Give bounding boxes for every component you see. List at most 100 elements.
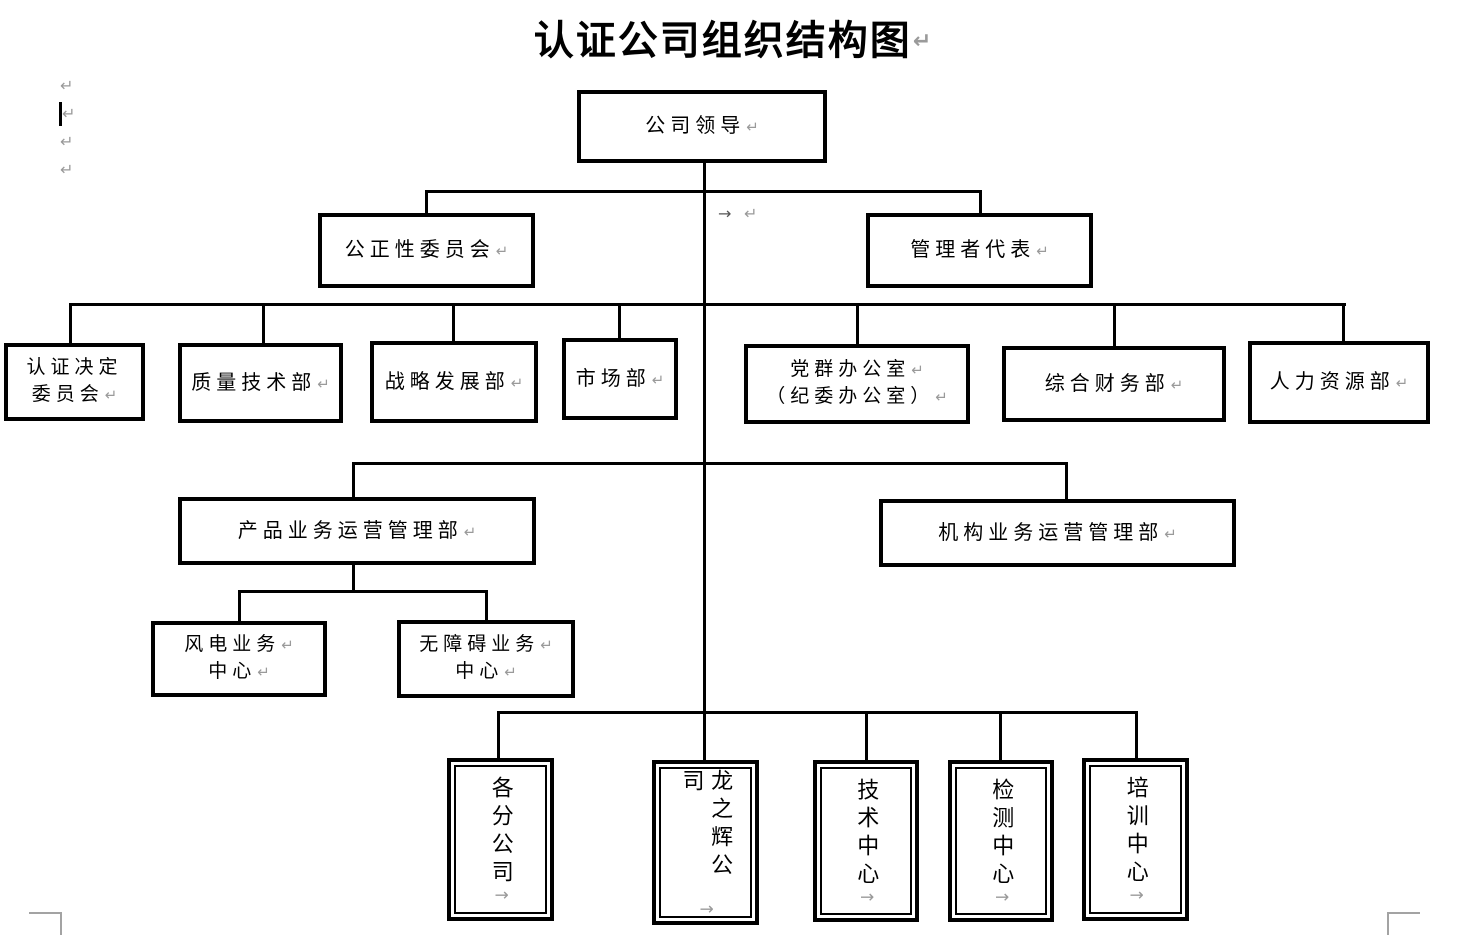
pilcrow-mark: ↵: [504, 663, 517, 681]
connector-line: [1342, 303, 1345, 342]
connector-line: [865, 711, 868, 761]
pilcrow-mark: ↵: [60, 160, 74, 179]
org-box-label: 龙之辉公司↑: [659, 767, 752, 918]
page-margin-mark: [29, 912, 62, 914]
org-box-label: 战略发展部↵: [384, 370, 524, 393]
org-box-label: 市场部↵: [575, 367, 665, 390]
org-box-party-group-office[interactable]: 党群办公室↵ （纪委办公室）↵: [744, 344, 970, 424]
org-box-wind-power-business-center[interactable]: 风电业务↵ 中心↵: [151, 621, 327, 697]
vertical-pilcrow-mark: ↑: [1125, 888, 1146, 903]
pilcrow-mark: ↵: [912, 29, 932, 54]
connector-line: [618, 303, 621, 339]
connector-line: [352, 565, 355, 592]
org-box-label: 综合财务部↵: [1044, 372, 1184, 395]
pilcrow-mark: ↵: [911, 361, 924, 380]
org-box-label: 人力资源部↵: [1269, 371, 1409, 393]
org-box-label: 产品业务运营管理部↵: [237, 519, 477, 542]
page-title: 认证公司组织结构图: [533, 18, 912, 63]
pilcrow-mark: ↵: [540, 636, 553, 655]
org-box-label: 中心↵: [455, 661, 517, 682]
page-margin-mark: [1387, 912, 1389, 935]
pilcrow-mark: ↵: [257, 663, 270, 681]
org-box-institution-business-operations-dept[interactable]: 机构业务运营管理部↵: [879, 499, 1236, 567]
pilcrow-mark: ↵: [281, 636, 294, 655]
org-box-testing-center[interactable]: 检测中心↑: [948, 760, 1054, 922]
connector-line: [703, 163, 706, 760]
pilcrow-mark: ↵: [746, 118, 759, 136]
org-box-label: 各分公司↑: [454, 765, 547, 914]
connector-line: [1065, 462, 1068, 500]
pilcrow-mark: ↵: [60, 132, 74, 151]
connector-line: [238, 590, 241, 622]
connector-line: [262, 303, 265, 344]
text-cursor: [59, 102, 62, 126]
vertical-pilcrow-mark: ↑: [695, 901, 716, 916]
connector-line: [352, 462, 355, 498]
org-box-product-business-operations-dept[interactable]: 产品业务运营管理部↵: [178, 497, 536, 565]
org-box-label: 质量技术部↵: [191, 371, 330, 394]
page-margin-mark: [60, 912, 62, 935]
org-box-label: 风电业务↵: [184, 634, 294, 656]
connector-line: [1113, 303, 1116, 347]
org-box-label: 检测中心↑: [955, 767, 1047, 915]
pilcrow-mark: ↵: [1036, 242, 1049, 260]
pilcrow-mark: ↵: [317, 374, 330, 393]
org-box-management-representative[interactable]: 管理者代表↵: [866, 213, 1093, 288]
page-margin-mark: [1387, 912, 1420, 914]
org-box-label: 认证决定: [26, 357, 123, 379]
org-box-label: 党群办公室↵: [790, 359, 924, 381]
org-box-label: 公司领导↵: [645, 115, 759, 137]
org-box-longzhihui-company[interactable]: 龙之辉公司↑: [652, 760, 759, 925]
org-box-training-center[interactable]: 培训中心↑: [1082, 758, 1189, 921]
pilcrow-mark: ↵: [495, 242, 509, 260]
org-box-label: 委员会↵: [31, 384, 118, 405]
connector-line: [69, 303, 1346, 306]
org-box-certification-decision-committee[interactable]: 认证决定 委员会↵: [4, 343, 145, 421]
org-box-impartiality-committee[interactable]: 公正性委员会↵: [318, 213, 535, 288]
pilcrow-mark: ↵: [60, 76, 74, 95]
org-box-branch-companies[interactable]: 各分公司↑: [447, 758, 554, 921]
org-box-general-finance-dept[interactable]: 综合财务部↵: [1002, 346, 1226, 422]
org-box-label: 技术中心↑: [820, 767, 912, 915]
connector-line: [497, 711, 1138, 714]
pilcrow-mark: ↵: [510, 373, 524, 392]
org-box-label: 培训中心↑: [1089, 765, 1182, 914]
pilcrow-mark: ↵: [935, 388, 948, 406]
org-box-label: 中心↵: [208, 661, 270, 682]
pilcrow-mark: ↵: [651, 370, 665, 389]
pilcrow-mark: ↵: [62, 104, 76, 123]
pilcrow-mark: ↵: [104, 386, 118, 404]
page-title-row: 认证公司组织结构图↵: [0, 8, 1465, 66]
connector-line: [979, 190, 982, 214]
connector-line: [497, 711, 500, 759]
vertical-pilcrow-mark: ↑: [991, 889, 1012, 905]
connector-line: [485, 590, 488, 621]
pilcrow-mark: ↵: [463, 522, 477, 541]
vertical-pilcrow-mark: ↑: [490, 888, 511, 903]
connector-line: [238, 590, 488, 593]
org-box-label: （纪委办公室）↵: [766, 386, 948, 407]
pilcrow-mark: ↵: [1164, 524, 1177, 543]
org-box-quality-technology-dept[interactable]: 质量技术部↵: [178, 343, 343, 423]
vertical-pilcrow-mark: ↑: [856, 889, 877, 905]
connector-line: [856, 303, 859, 345]
pilcrow-mark: ↵: [1170, 375, 1184, 394]
org-box-company-leadership[interactable]: 公司领导↵: [577, 90, 827, 163]
org-box-human-resources-dept[interactable]: 人力资源部↵: [1248, 341, 1430, 424]
org-box-label: 公正性委员会↵: [344, 239, 509, 261]
org-box-marketing-dept[interactable]: 市场部↵: [562, 338, 678, 420]
tab-mark: →: [718, 204, 732, 223]
org-box-label: 管理者代表↵: [910, 239, 1049, 261]
connector-line: [999, 711, 1002, 761]
org-box-technology-center[interactable]: 技术中心↑: [813, 760, 919, 922]
connector-line: [352, 462, 1068, 465]
pilcrow-mark: ↵: [1395, 374, 1409, 392]
connector-line: [69, 303, 72, 344]
connector-line: [1135, 711, 1138, 759]
org-box-label: 无障碍业务↵: [419, 634, 553, 656]
connector-line: [452, 303, 455, 342]
org-box-strategic-development-dept[interactable]: 战略发展部↵: [370, 341, 538, 423]
org-box-barrier-free-business-center[interactable]: 无障碍业务↵ 中心↵: [397, 620, 575, 698]
connector-line: [425, 190, 982, 193]
